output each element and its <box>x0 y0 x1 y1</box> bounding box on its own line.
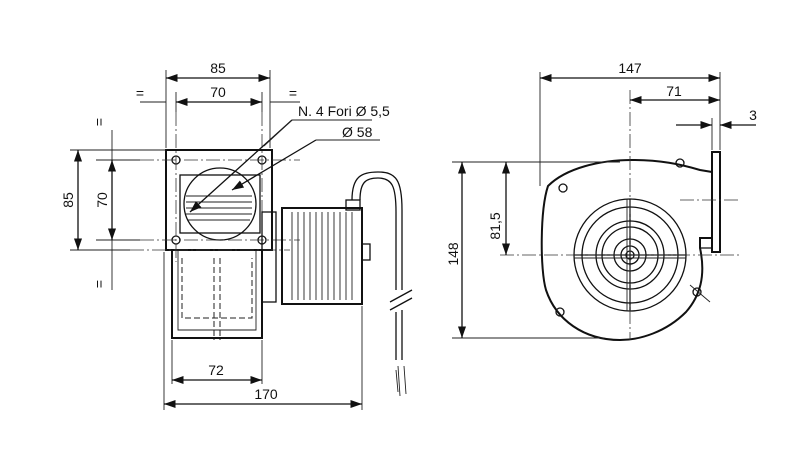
dim-label-70-top: 70 <box>210 84 226 100</box>
motor-fins <box>291 212 353 300</box>
note-holes: N. 4 Fori Ø 5,5 <box>298 103 390 119</box>
power-cable <box>351 171 403 290</box>
dim-label-170: 170 <box>254 386 278 402</box>
side-view: 147 71 3 148 81,5 <box>445 60 757 342</box>
motor-flange <box>261 211 277 303</box>
dim-label-147: 147 <box>618 60 642 76</box>
dim-label-72: 72 <box>208 362 224 378</box>
dim-label-148: 148 <box>445 242 461 266</box>
equal-mark-top: = <box>91 118 107 126</box>
dim-label-81-5: 81,5 <box>487 212 503 239</box>
equal-mark-left: = <box>136 85 144 101</box>
note-diameter: Ø 58 <box>342 124 373 140</box>
front-view: 85 70 = = 85 70 = = N. 4 Fori Ø 5,5 Ø 58… <box>60 60 413 410</box>
outlet-circle <box>183 167 257 241</box>
equal-mark-bottom: = <box>91 280 107 288</box>
blower-housing <box>171 250 263 339</box>
leader-diameter <box>231 139 317 191</box>
dim-label-85-top: 85 <box>210 60 226 76</box>
outlet-opening <box>179 174 261 234</box>
dim-label-71: 71 <box>666 83 682 99</box>
dim-label-85-left: 85 <box>60 192 76 208</box>
dim-label-70-left: 70 <box>94 192 110 208</box>
volute-housing <box>540 158 713 342</box>
equal-mark-right: = <box>289 85 297 101</box>
dim-label-3: 3 <box>749 107 757 123</box>
outlet-flange <box>711 151 721 253</box>
